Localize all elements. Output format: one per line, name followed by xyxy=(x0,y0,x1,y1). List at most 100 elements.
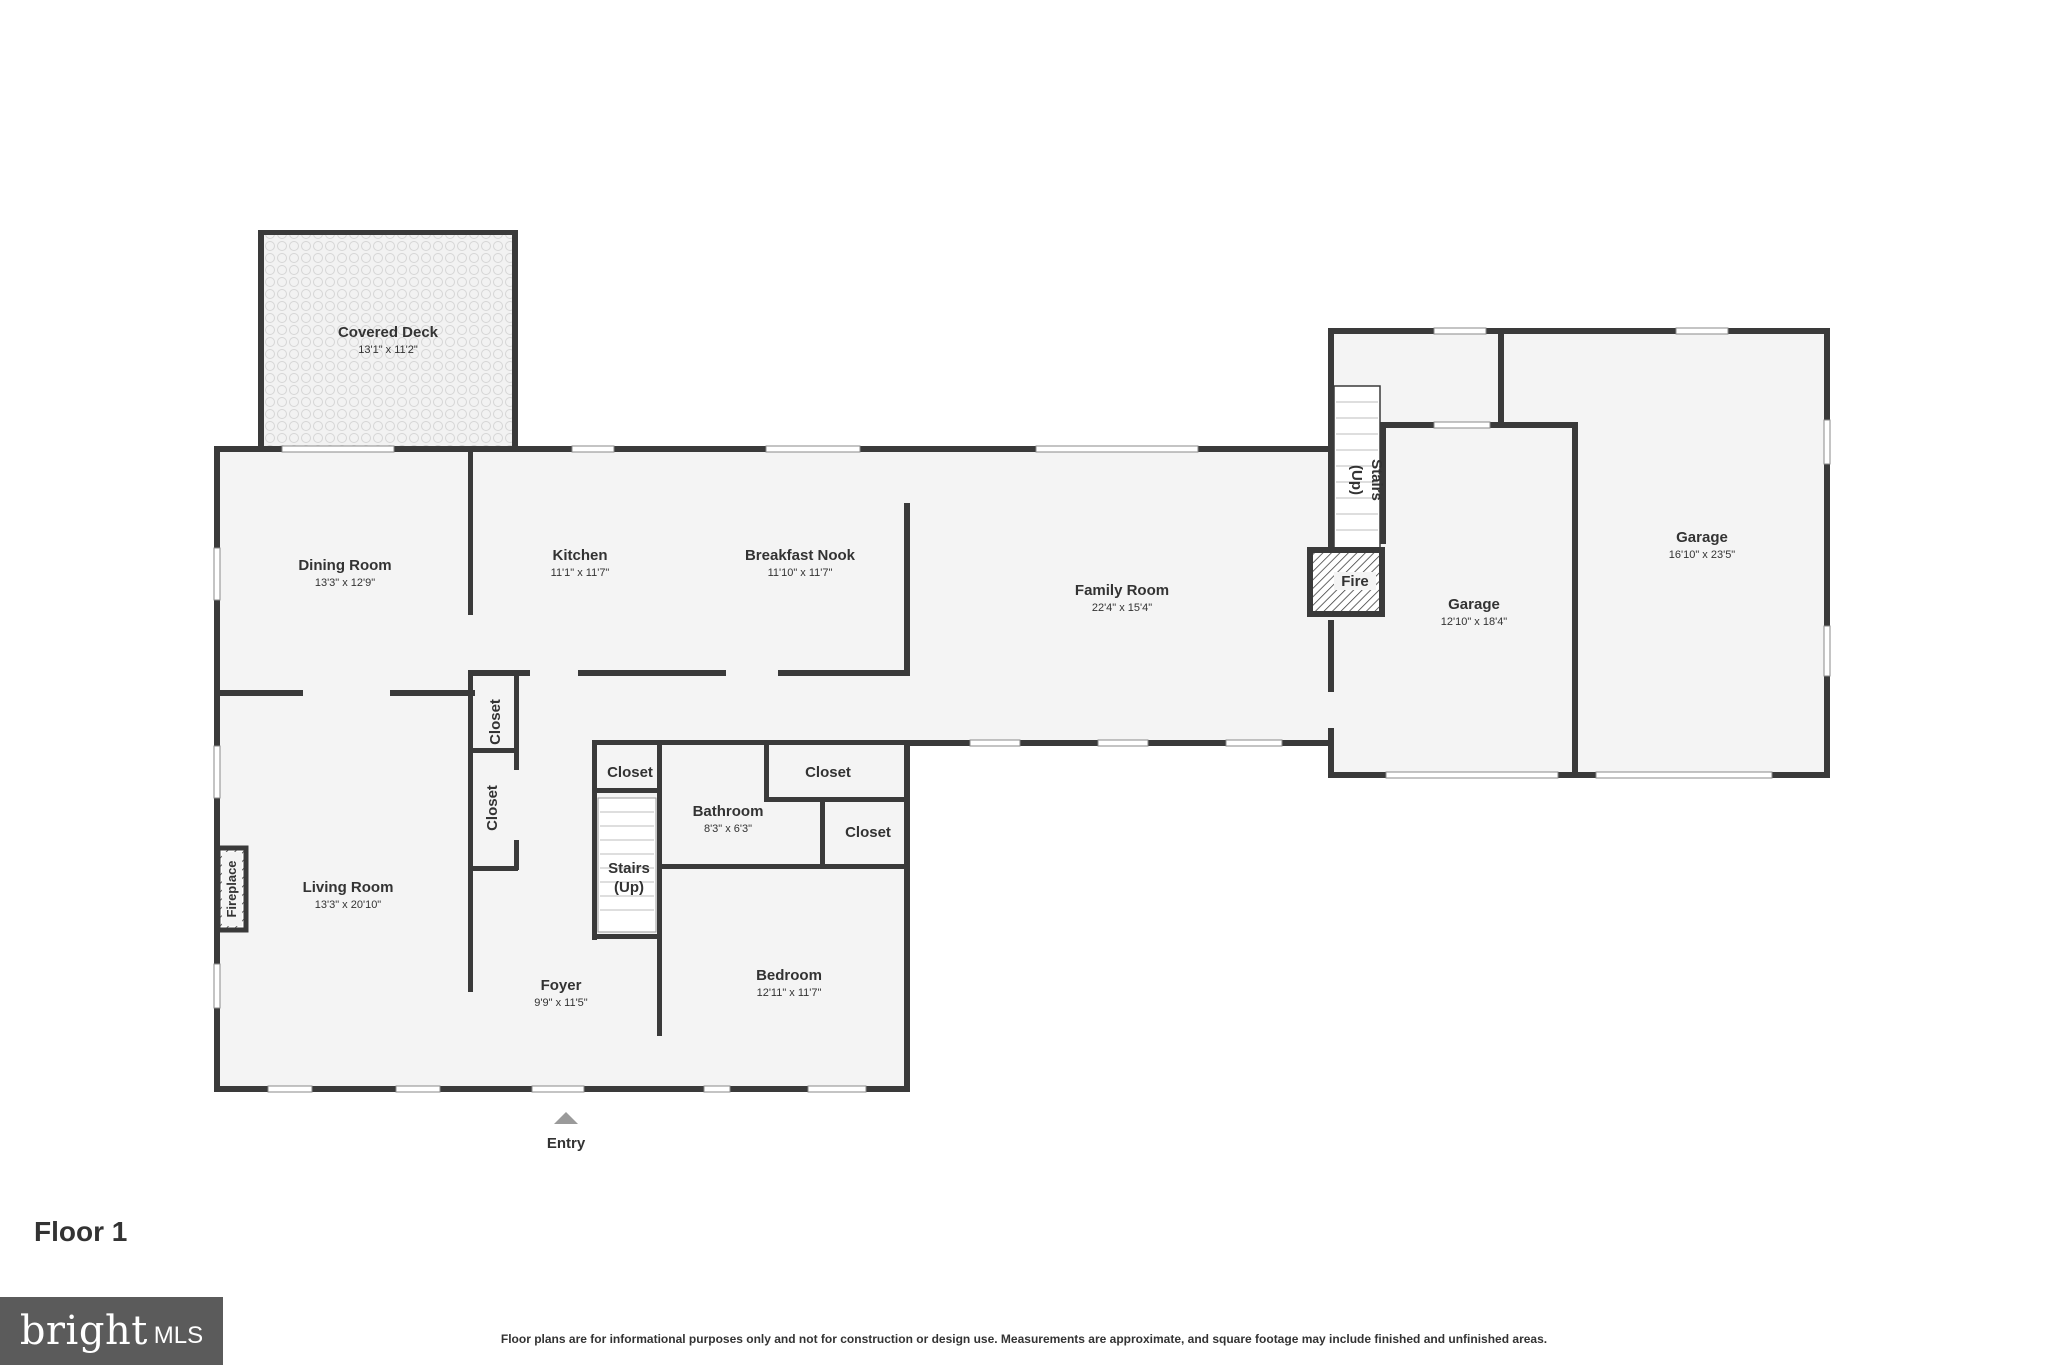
wall xyxy=(904,742,910,1092)
breakfast-nook-dim: 11'10" x 11'7" xyxy=(768,567,833,579)
wall xyxy=(1498,330,1504,426)
stairs-up-label: (Up) xyxy=(614,879,644,896)
window xyxy=(1225,739,1283,747)
logo-wordmark: bright xyxy=(19,1308,148,1354)
window xyxy=(213,547,221,601)
window xyxy=(531,1085,585,1093)
window xyxy=(1595,771,1773,779)
wall xyxy=(592,934,660,939)
wall xyxy=(514,670,519,770)
wall xyxy=(904,503,910,676)
family-room-name: Family Room xyxy=(1075,582,1169,599)
garage-large-name: Garage xyxy=(1676,529,1728,546)
bedroom-dim: 12'11" x 11'7" xyxy=(757,987,822,999)
covered-deck-floor xyxy=(260,234,516,448)
window xyxy=(1823,625,1831,677)
foyer-name: Foyer xyxy=(541,977,582,994)
window xyxy=(571,445,615,453)
stair-treads xyxy=(600,401,1378,911)
wall xyxy=(657,740,907,745)
wall xyxy=(1328,328,1830,334)
wall xyxy=(470,670,530,676)
wall xyxy=(1572,422,1578,778)
window xyxy=(395,1085,441,1093)
window xyxy=(267,1085,313,1093)
wall xyxy=(657,864,907,869)
closet-label: Closet xyxy=(845,824,891,841)
window xyxy=(1675,327,1729,335)
wall xyxy=(514,840,519,870)
covered-deck-dim: 13'1" x 11'2" xyxy=(358,344,418,356)
living-room-name: Living Room xyxy=(303,879,394,896)
wall xyxy=(1824,328,1830,778)
wall xyxy=(218,690,303,696)
closet-label: Closet xyxy=(487,699,504,745)
wall xyxy=(468,450,473,615)
window xyxy=(1433,327,1487,335)
window xyxy=(1433,421,1491,429)
stairs-label: Stairs xyxy=(608,860,650,877)
window xyxy=(1097,739,1149,747)
kitchen-name: Kitchen xyxy=(552,547,607,564)
logo-suffix: MLS xyxy=(153,1322,204,1349)
garage-small-name: Garage xyxy=(1448,596,1500,613)
window xyxy=(1823,419,1831,465)
family-room-dim: 22'4" x 15'4" xyxy=(1092,602,1152,614)
wall xyxy=(1328,620,1334,692)
wall xyxy=(764,797,908,802)
breakfast-nook-name: Breakfast Nook xyxy=(745,547,856,564)
fireplace-label: Fireplace xyxy=(224,860,239,917)
window xyxy=(281,445,395,453)
wall xyxy=(258,230,264,448)
dining-room-dim: 13'3" x 12'9" xyxy=(315,577,375,589)
wall xyxy=(592,788,660,793)
wall xyxy=(1328,728,1334,778)
foyer-dim: 9'9" x 11'5" xyxy=(534,997,587,1009)
stairs-label: Stairs xyxy=(1368,459,1385,501)
dining-room-name: Dining Room xyxy=(298,557,391,574)
window xyxy=(969,739,1021,747)
entry-arrow-icon xyxy=(554,1112,578,1124)
garage-large-dim: 16'10" x 23'5" xyxy=(1669,549,1736,561)
wall xyxy=(820,800,825,868)
wall xyxy=(1380,422,1386,544)
fireplace-label-bg xyxy=(222,852,242,926)
fire-label: Fire xyxy=(1341,573,1369,590)
window xyxy=(1385,771,1559,779)
wall xyxy=(512,230,518,448)
bathroom-name: Bathroom xyxy=(693,803,764,820)
wall xyxy=(657,864,662,1036)
bedroom-name: Bedroom xyxy=(756,967,822,984)
covered-deck-name: Covered Deck xyxy=(338,324,439,341)
wall xyxy=(1328,772,1830,778)
floor-areas xyxy=(216,234,1826,1088)
floor-title: Floor 1 xyxy=(34,1216,128,1247)
kitchen-dim: 11'1" x 11'7" xyxy=(551,567,610,579)
wall xyxy=(470,866,518,871)
wall xyxy=(258,230,518,235)
wall xyxy=(390,690,475,696)
closet-label: Closet xyxy=(484,785,501,831)
wall xyxy=(578,670,726,676)
stairs-up-label: (Up) xyxy=(1348,465,1365,495)
wall xyxy=(468,670,473,992)
window xyxy=(703,1085,731,1093)
window xyxy=(213,745,221,799)
fire-label-bg xyxy=(1334,572,1376,590)
bright-mls-logo: bright MLS xyxy=(0,1297,223,1365)
wall xyxy=(592,740,597,940)
garage-stairs xyxy=(1333,385,1381,549)
windows xyxy=(213,327,1831,1093)
wall xyxy=(592,740,662,745)
room-labels: Covered Deck 13'1" x 11'2" Dining Room 1… xyxy=(222,324,1735,1009)
wall xyxy=(1328,328,1334,552)
living-room-dim: 13'3" x 20'10" xyxy=(315,899,382,911)
closet-label: Closet xyxy=(607,764,653,781)
wall xyxy=(764,740,769,802)
window xyxy=(213,963,221,1009)
wall xyxy=(470,748,518,753)
window xyxy=(765,445,861,453)
wall xyxy=(778,670,908,676)
window xyxy=(807,1085,867,1093)
